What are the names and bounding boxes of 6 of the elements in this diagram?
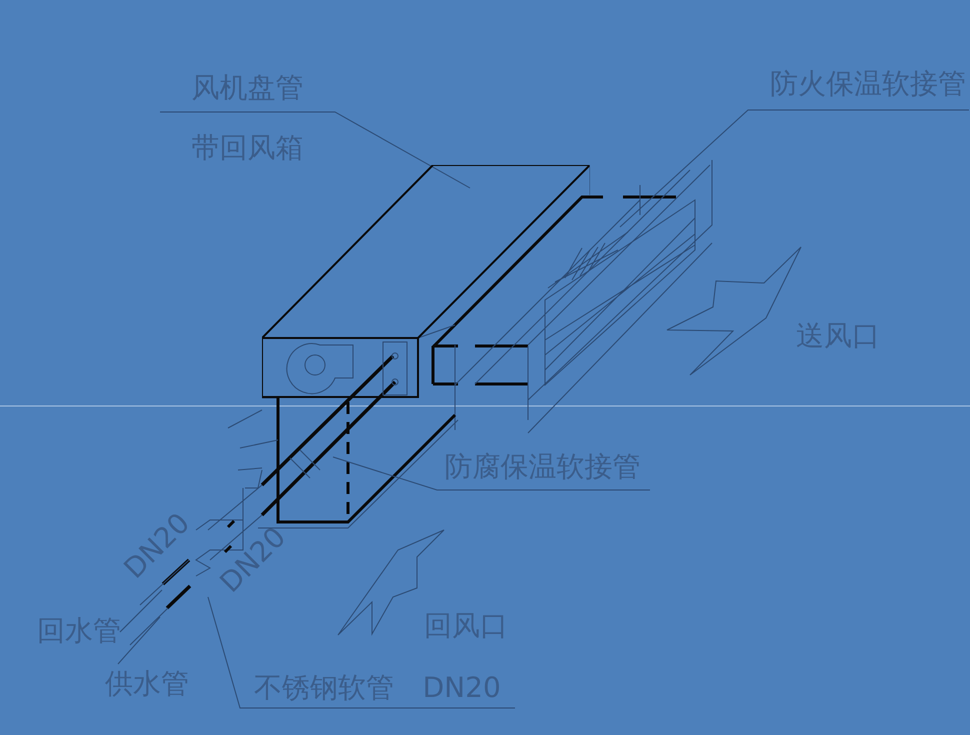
leader-line — [208, 596, 516, 708]
leader-line — [120, 590, 162, 632]
leader-line — [332, 456, 650, 490]
leader-line — [160, 112, 470, 188]
leader-line — [118, 616, 160, 664]
leader-line — [620, 110, 970, 228]
